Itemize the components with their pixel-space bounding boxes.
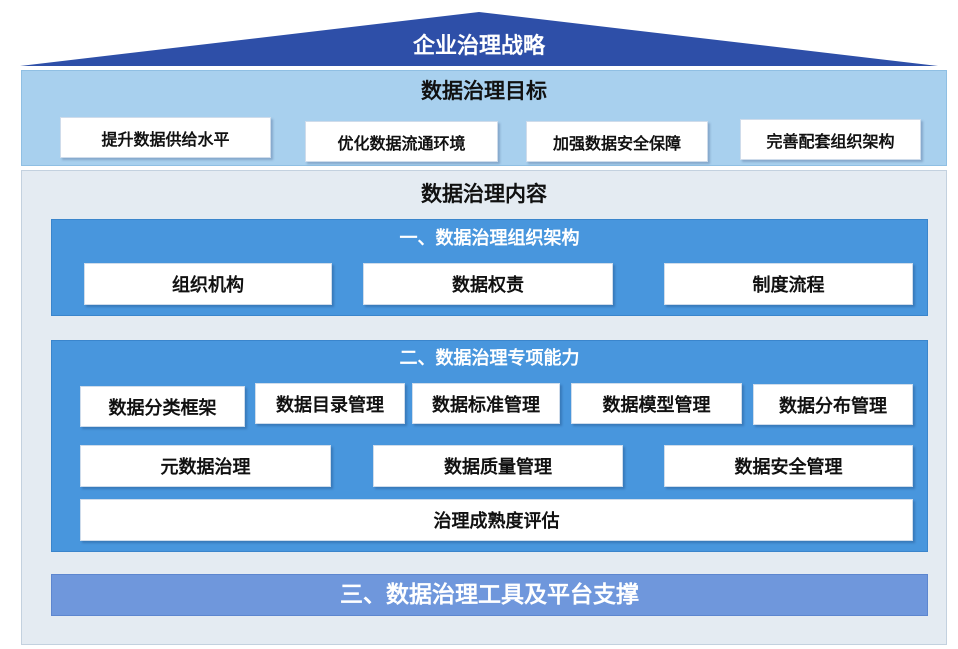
section-tools: 三、数据治理工具及平台支撑 <box>51 574 928 616</box>
org-item: 数据权责 <box>363 263 613 305</box>
section-capability-title: 二、数据治理专项能力 <box>399 348 580 369</box>
org-item: 制度流程 <box>664 263 913 305</box>
goal-item: 加强数据安全保障 <box>526 121 708 162</box>
goal-item: 优化数据流通环境 <box>305 121 498 162</box>
capability-item: 数据目录管理 <box>255 383 405 424</box>
capability-item-maturity: 治理成熟度评估 <box>80 499 913 541</box>
capability-item: 数据分类框架 <box>80 386 245 427</box>
capability-item: 元数据治理 <box>80 445 331 487</box>
strategy-title: 企业治理战略 <box>412 34 545 59</box>
section-org-title: 一、数据治理组织架构 <box>399 228 580 249</box>
goals-title: 数据治理目标 <box>421 79 547 103</box>
content-title: 数据治理内容 <box>421 182 547 206</box>
strategy-roof <box>20 12 938 66</box>
capability-item: 数据分布管理 <box>753 384 913 425</box>
goal-item: 完善配套组织架构 <box>740 119 921 160</box>
goal-item: 提升数据供给水平 <box>60 117 271 158</box>
capability-item: 数据标准管理 <box>412 383 560 424</box>
roof-shape <box>20 12 938 66</box>
capability-item: 数据模型管理 <box>571 383 742 424</box>
org-item: 组织机构 <box>84 263 332 305</box>
capability-item: 数据质量管理 <box>373 445 623 487</box>
capability-item: 数据安全管理 <box>664 445 913 487</box>
